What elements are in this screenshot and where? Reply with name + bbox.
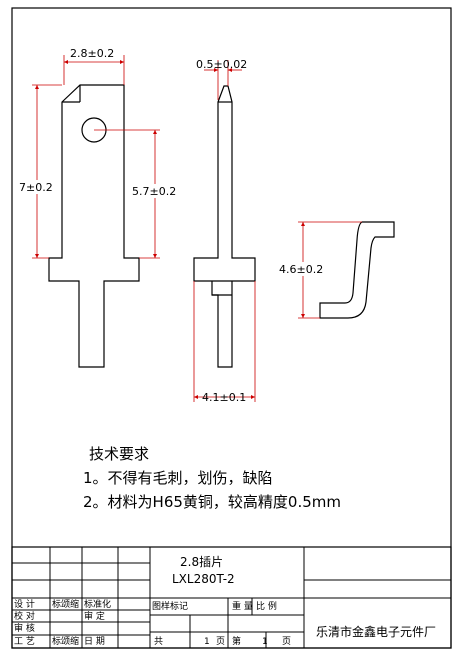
notes-line-2: 2。材料为H65黄铜，较高精度0.5mm: [83, 493, 341, 511]
side-view-dims: [193, 60, 256, 402]
label-scale: 比 例: [256, 600, 277, 612]
sign-3: 标颂缩: [52, 635, 79, 647]
label-design: 设 计: [14, 598, 35, 610]
dim-base-width: 4.1±0.1: [202, 391, 246, 404]
sheet-number: 1: [262, 637, 268, 647]
notes-title: 技术要求: [89, 445, 149, 463]
label-stage-mark: 图样标记: [152, 600, 188, 612]
dim-width-top: 2.8±0.2: [70, 47, 114, 60]
dim-height-total: 7±0.2: [19, 181, 53, 194]
label-process: 工 艺: [14, 636, 35, 647]
label-check: 校 对: [14, 610, 35, 622]
total-pages: 1: [204, 637, 210, 647]
label-std-check: 标准化: [84, 598, 111, 610]
notes-line-1: 1。不得有毛刺，划伤，缺陷: [83, 469, 273, 487]
part-number: LXL280T-2: [172, 572, 235, 586]
sign-1: 标颂缩: [52, 598, 79, 610]
label-sheet: 第: [232, 635, 241, 647]
sheet-unit: 页: [282, 636, 291, 647]
label-approve: 审 定: [84, 610, 105, 622]
bend-profile-view: [319, 221, 395, 319]
total-pages-unit: 页: [216, 636, 225, 647]
label-date: 日 期: [84, 636, 105, 647]
label-review: 审 核: [14, 622, 35, 634]
title-block-grid: [11, 546, 452, 649]
label-weight: 重 量: [232, 600, 253, 612]
part-name: 2.8插片: [180, 555, 223, 569]
front-view: [48, 84, 140, 368]
company-name: 乐清市金鑫电子元件厂: [316, 624, 436, 639]
dim-tip-width: 0.5±0.02: [196, 58, 247, 71]
side-view: [193, 85, 256, 368]
dim-height-hole: 5.7±0.2: [132, 185, 176, 198]
dim-bend-height: 4.6±0.2: [279, 263, 323, 276]
label-total: 共: [154, 636, 163, 647]
